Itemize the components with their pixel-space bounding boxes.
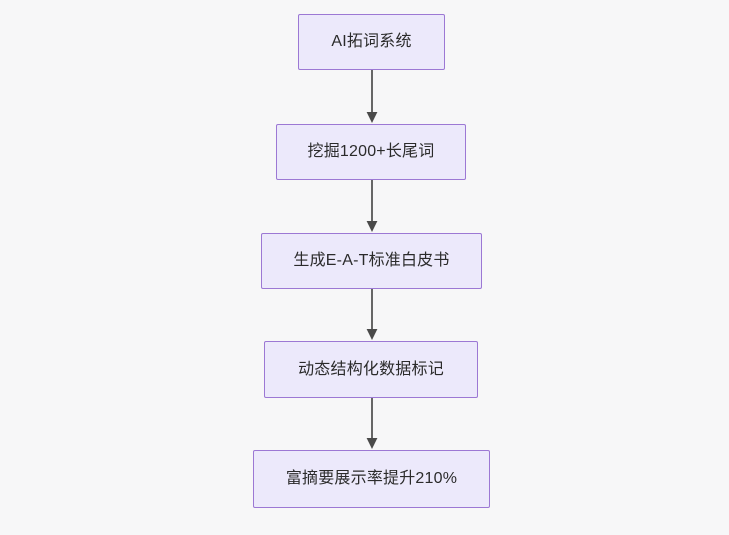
arrow-icon <box>366 70 378 123</box>
flowchart-node-dynamic-structured-data-markup[interactable]: 动态结构化数据标记 <box>264 341 478 398</box>
arrow-icon <box>366 289 378 340</box>
flowchart-node-ai-keyword-system[interactable]: AI拓词系统 <box>298 14 445 70</box>
arrow-icon <box>366 180 378 232</box>
flowchart-node-rich-snippet-impression-lift[interactable]: 富摘要展示率提升210% <box>253 450 490 508</box>
flowchart-node-label: 动态结构化数据标记 <box>298 360 444 378</box>
connector-node-3-to-node-4 <box>365 289 379 341</box>
flowchart-node-mine-longtail-keywords[interactable]: 挖掘1200+长尾词 <box>276 124 466 180</box>
flowchart-node-label: 生成E-A-T标准白皮书 <box>293 252 450 269</box>
flowchart-node-label: AI拓词系统 <box>331 33 412 50</box>
connector-node-4-to-node-5 <box>365 398 379 450</box>
arrow-icon <box>366 398 378 449</box>
flowchart-node-label: 富摘要展示率提升210% <box>285 470 458 487</box>
flowchart-node-generate-eat-whitepaper[interactable]: 生成E-A-T标准白皮书 <box>261 233 482 289</box>
connector-node-1-to-node-2 <box>365 70 379 124</box>
connector-node-2-to-node-3 <box>365 180 379 233</box>
flowchart-node-label: 挖掘1200+长尾词 <box>307 143 435 160</box>
